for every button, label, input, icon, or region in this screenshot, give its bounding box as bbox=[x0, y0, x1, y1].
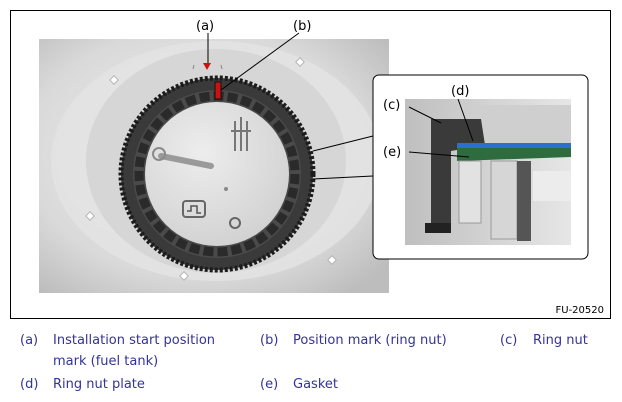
callout-d: (d) bbox=[451, 84, 469, 99]
leader-line-c bbox=[408, 106, 442, 124]
legend-key: (a) bbox=[20, 333, 39, 348]
legend-text: Ring nut bbox=[533, 333, 588, 348]
leader-line-b bbox=[220, 32, 300, 91]
ring-nut-plate bbox=[152, 117, 251, 229]
tank-bolt-lugs bbox=[85, 57, 337, 281]
legend-text: Gasket bbox=[293, 377, 338, 392]
legend-key: (b) bbox=[260, 333, 279, 348]
ring-nut-position-mark bbox=[214, 81, 222, 100]
installation-start-mark bbox=[192, 63, 223, 70]
leader-line-e bbox=[408, 151, 470, 158]
detail-inset bbox=[372, 74, 589, 260]
callout-b: (b) bbox=[293, 19, 311, 34]
legend-text: Position mark (ring nut) bbox=[293, 333, 447, 348]
callout-e: (e) bbox=[383, 145, 401, 160]
legend-key: (d) bbox=[20, 377, 39, 392]
callout-c: (c) bbox=[383, 98, 400, 113]
legend-key: (e) bbox=[260, 377, 279, 392]
inset-connector-bottom bbox=[312, 175, 374, 180]
figure-id: FU-20520 bbox=[555, 305, 605, 316]
inset-connector-top bbox=[312, 135, 374, 152]
fuel-pump-ring-nut-illustration: (a) (b) (c) (d) (e) bbox=[39, 19, 589, 293]
ring-nut bbox=[118, 75, 316, 273]
legend-text: Ring nut plate bbox=[53, 377, 145, 392]
figure-frame: (a) (b) (c) (d) (e) FU-20520 bbox=[10, 10, 611, 319]
legend-text: Installation start position mark (fuel t… bbox=[53, 333, 216, 369]
leader-line-d bbox=[457, 98, 474, 142]
legend-key: (c) bbox=[500, 333, 518, 348]
callout-a: (a) bbox=[196, 19, 214, 34]
